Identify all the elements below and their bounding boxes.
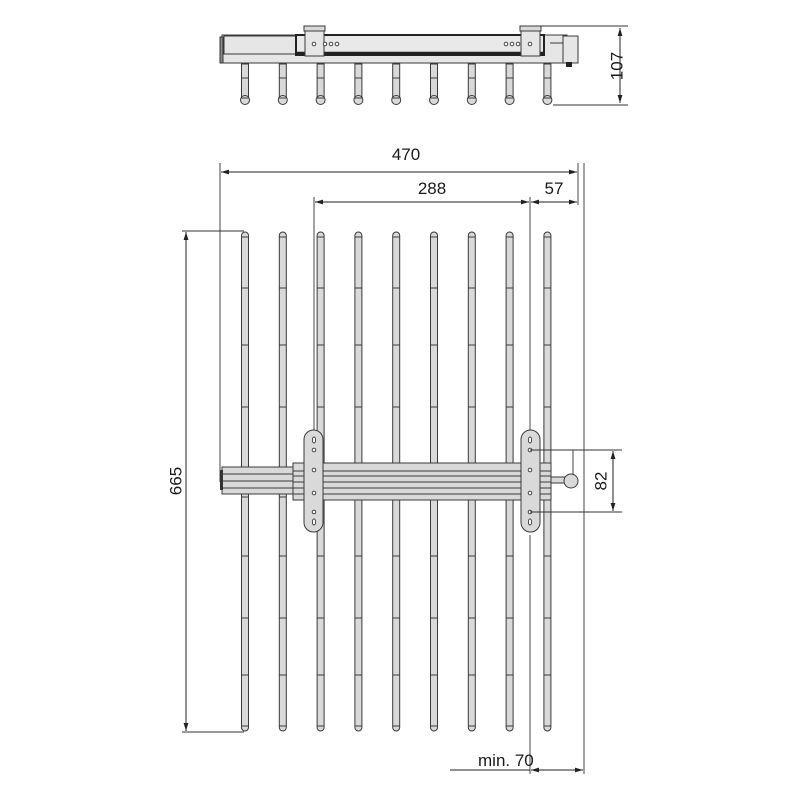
side-view: 107 (219, 25, 628, 106)
side-handle-foot (566, 62, 572, 67)
handle-knob (563, 473, 579, 489)
dim-57-label: 57 (545, 179, 564, 198)
side-rod (466, 63, 477, 105)
top-rail-endcap (220, 470, 223, 490)
side-rod (391, 63, 402, 105)
side-rail-left-block (223, 35, 297, 55)
dim-min70-label: min. 70 (478, 751, 534, 770)
side-hanging-rods (240, 63, 553, 105)
dim-665-label: 665 (167, 467, 186, 495)
dim-107-label: 107 (608, 52, 627, 80)
side-handle-block (562, 35, 579, 64)
dim-82-label: 82 (592, 472, 611, 491)
side-rail-endcap (219, 36, 224, 64)
side-rail-holes (311, 41, 533, 47)
side-slide-channel (295, 34, 545, 56)
mounting-bracket-left (303, 429, 324, 533)
dim-470-label: 470 (392, 145, 420, 164)
top-view: 470 288 57 665 (167, 145, 622, 774)
dim-288-label: 288 (418, 179, 446, 198)
handle-stem (550, 476, 566, 484)
mounting-bracket-right (520, 429, 541, 533)
side-rod (277, 63, 288, 105)
side-rod (504, 63, 515, 105)
side-rod (240, 63, 250, 105)
side-rod (542, 63, 553, 105)
side-rod (353, 63, 364, 105)
side-rod (315, 63, 326, 105)
side-rod (429, 63, 439, 105)
